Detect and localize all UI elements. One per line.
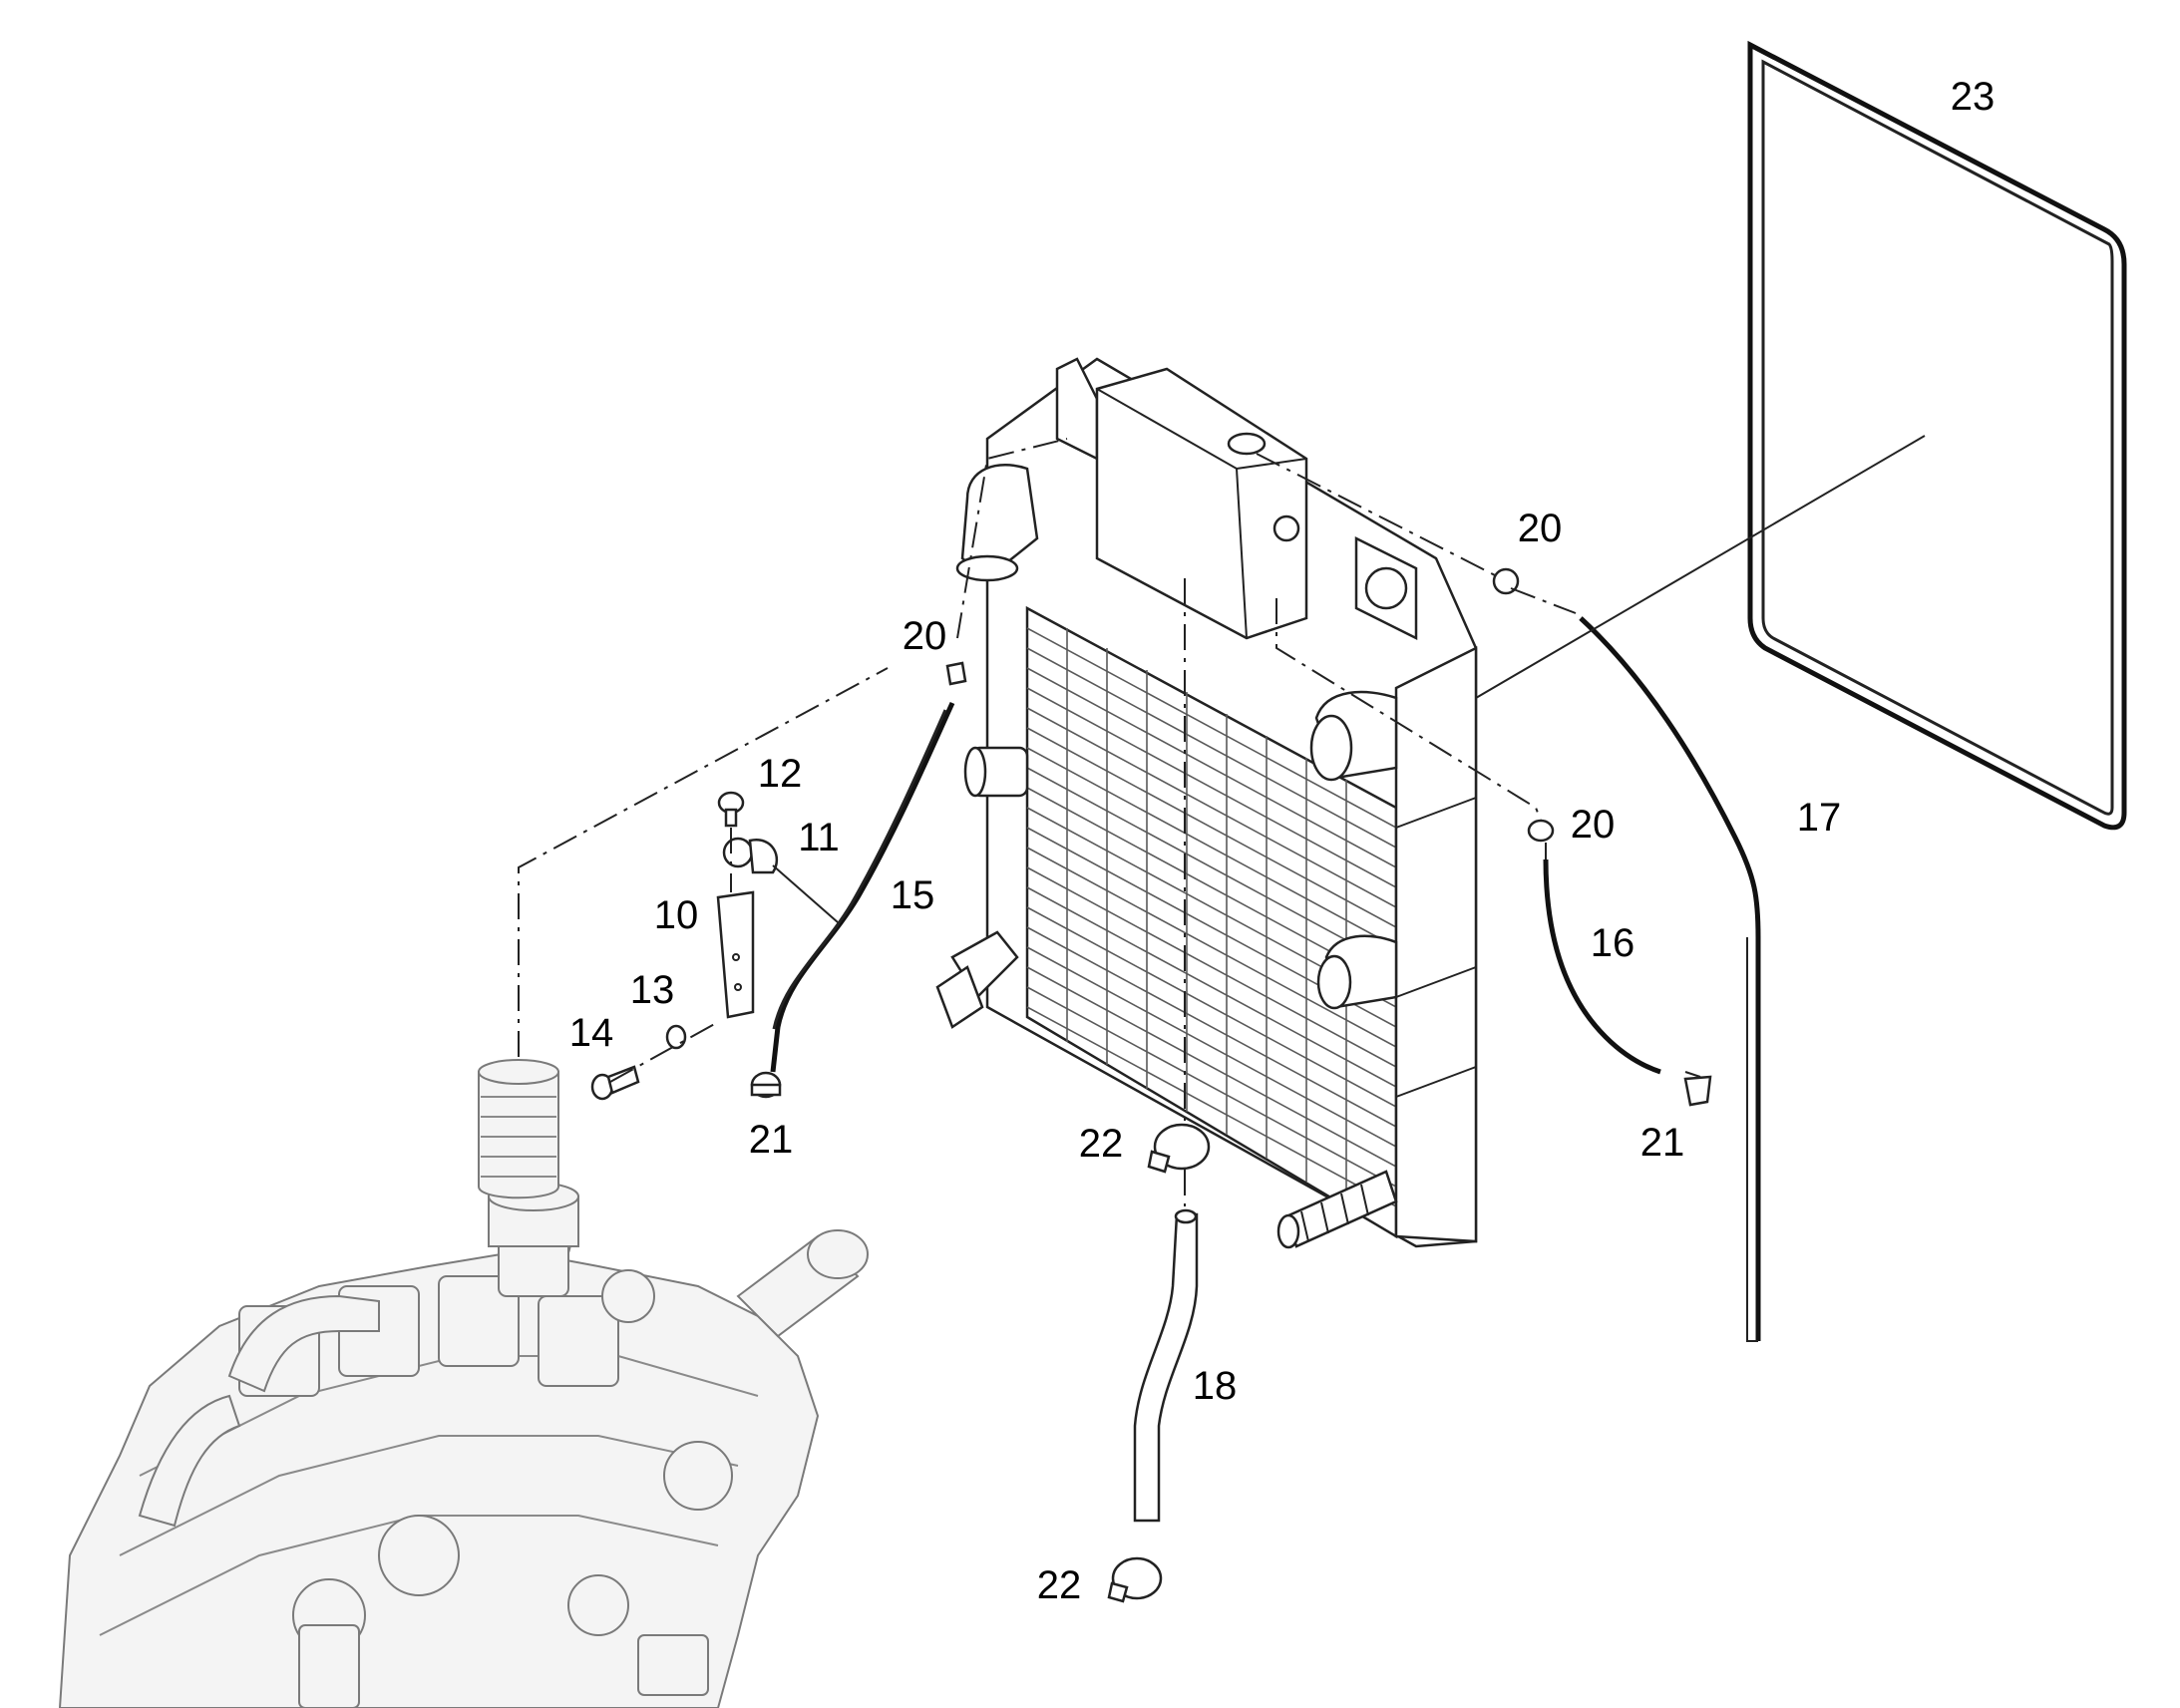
hose-part-18	[1133, 1208, 1199, 1523]
clamp-part-11	[722, 837, 779, 874]
plug-part-20-top	[1492, 567, 1520, 595]
callout-14: 14	[568, 1011, 614, 1055]
callout-22-top: 22	[1078, 1122, 1124, 1166]
callout-20-left: 20	[902, 614, 947, 658]
washer-part-13	[665, 1024, 687, 1050]
bolt-part-12	[717, 791, 745, 828]
assembly-lines	[518, 438, 1701, 1206]
radiator-core-fins	[1026, 627, 1397, 1207]
hose-part-16	[1543, 858, 1661, 1075]
tube-part-17	[1579, 616, 1761, 1341]
radiator-assembly	[935, 357, 1478, 1249]
callout-15: 15	[890, 873, 935, 917]
callout-11: 11	[798, 816, 840, 859]
clamp-part-22-bottom	[1107, 1556, 1163, 1603]
callout-21-right: 21	[1639, 1121, 1685, 1165]
plug-part-20-right	[1527, 819, 1555, 843]
clamp-part-21-right	[1683, 1075, 1712, 1107]
callout-20-right: 20	[1570, 803, 1616, 847]
callout-17: 17	[1796, 796, 1842, 840]
callout-18: 18	[1192, 1364, 1238, 1408]
callout-22-bottom: 22	[1036, 1563, 1082, 1607]
plug-part-20-left	[945, 661, 967, 686]
clamp-part-21-left	[750, 1071, 782, 1099]
callout-21-left: 21	[748, 1118, 794, 1162]
callout-12: 12	[757, 752, 803, 796]
engine-assembly	[58, 1182, 869, 1708]
bolt-part-14	[590, 1065, 640, 1101]
callout-16: 16	[1590, 921, 1635, 965]
leader-lines	[772, 435, 1926, 923]
hose-part-15	[770, 701, 955, 1073]
callout-23: 23	[1950, 75, 1996, 119]
callout-13: 13	[629, 968, 675, 1012]
air-hose-to-engine	[478, 1059, 559, 1199]
clamp-part-22-top	[1147, 1123, 1211, 1174]
seal-frame-part-23	[1747, 40, 2127, 831]
callout-20-top: 20	[1517, 507, 1563, 550]
callout-10: 10	[653, 893, 699, 937]
